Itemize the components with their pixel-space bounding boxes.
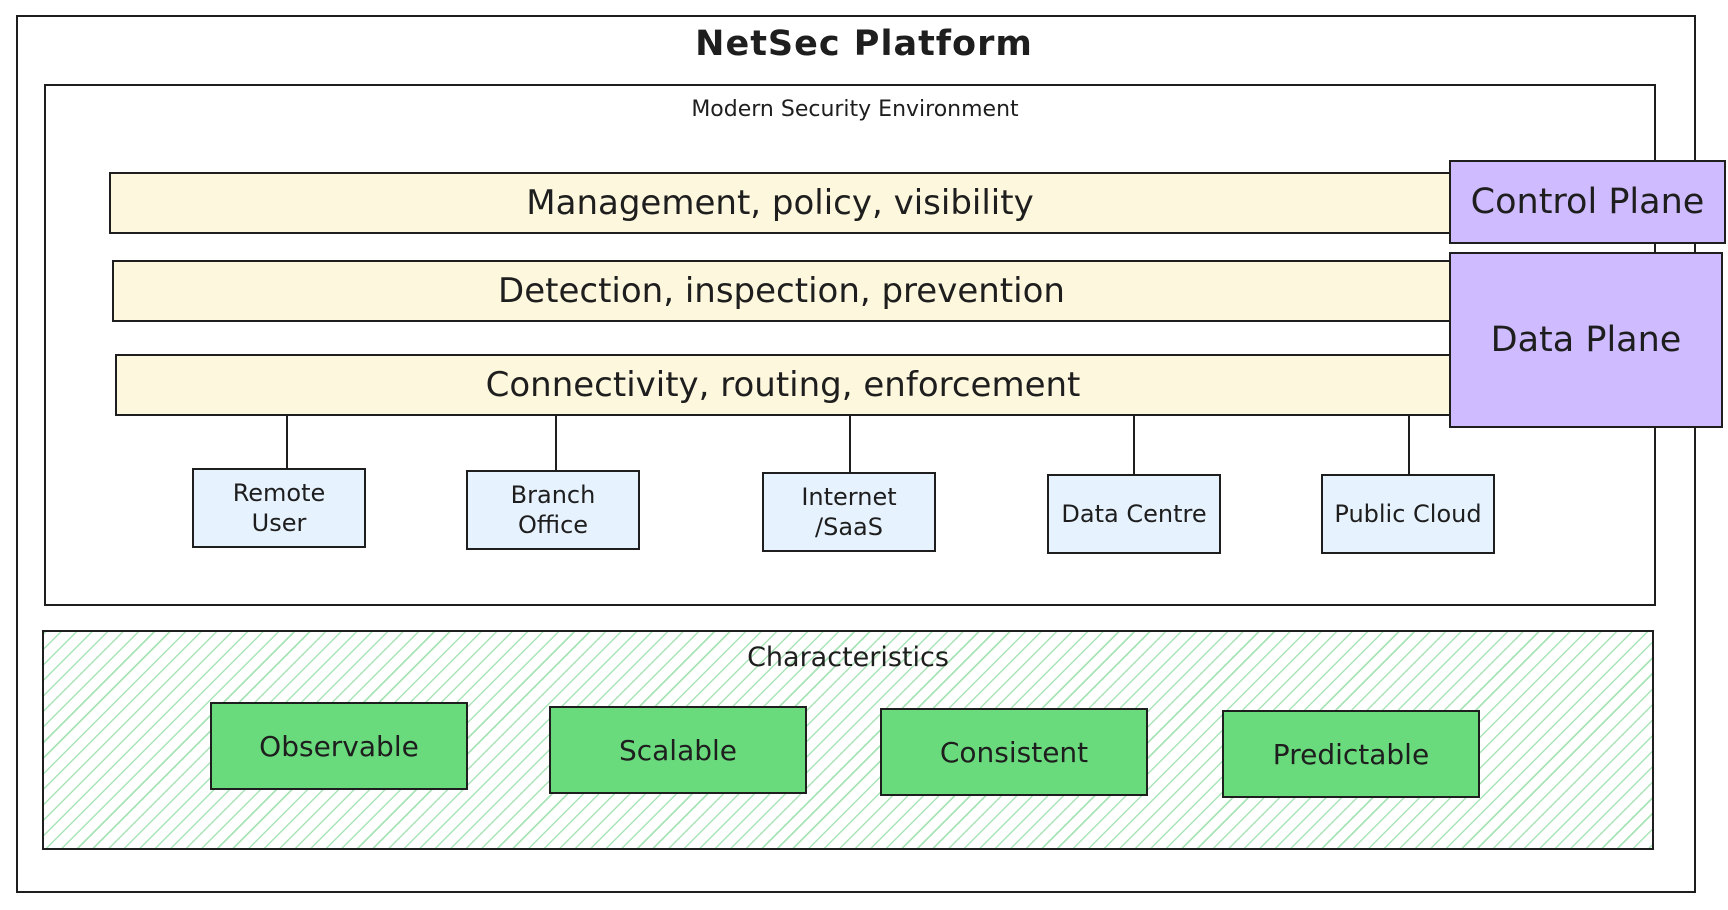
endpoint-label-line1: Public Cloud <box>1334 500 1482 528</box>
characteristic-predictable: Predictable <box>1222 710 1480 798</box>
layer-detection: Detection, inspection, prevention <box>112 260 1451 322</box>
endpoint-label-line1: Data Centre <box>1061 500 1207 528</box>
data-plane-label: Data Plane <box>1449 252 1723 428</box>
connector-remote-user <box>286 416 288 468</box>
endpoint-internet-saas: Internet /SaaS <box>762 472 936 552</box>
control-plane-label: Control Plane <box>1449 160 1726 244</box>
characteristics-title: Characteristics <box>747 642 949 673</box>
endpoint-label-line1: Internet <box>801 483 897 511</box>
characteristic-consistent: Consistent <box>880 708 1148 796</box>
endpoint-label-line2: User <box>251 509 307 537</box>
endpoint-public-cloud: Public Cloud <box>1321 474 1495 554</box>
connector-data-centre <box>1133 416 1135 474</box>
endpoint-label-line2: Office <box>517 511 589 539</box>
characteristic-observable: Observable <box>210 702 468 790</box>
endpoint-label-line1: Remote <box>232 479 326 507</box>
endpoint-label-line2: /SaaS <box>815 513 883 541</box>
layer-connectivity: Connectivity, routing, enforcement <box>115 354 1451 416</box>
connector-internet-saas <box>849 416 851 472</box>
endpoint-remote-user: Remote User <box>192 468 366 548</box>
layer-management: Management, policy, visibility <box>109 172 1451 234</box>
characteristic-scalable: Scalable <box>549 706 807 794</box>
environment-title: Modern Security Environment <box>691 97 1019 122</box>
connector-public-cloud <box>1408 416 1410 474</box>
endpoint-label-line1: Branch <box>510 481 596 509</box>
platform-title: NetSec Platform <box>695 24 1033 64</box>
endpoint-branch-office: Branch Office <box>466 470 640 550</box>
endpoint-data-centre: Data Centre <box>1047 474 1221 554</box>
connector-branch-office <box>555 416 557 470</box>
